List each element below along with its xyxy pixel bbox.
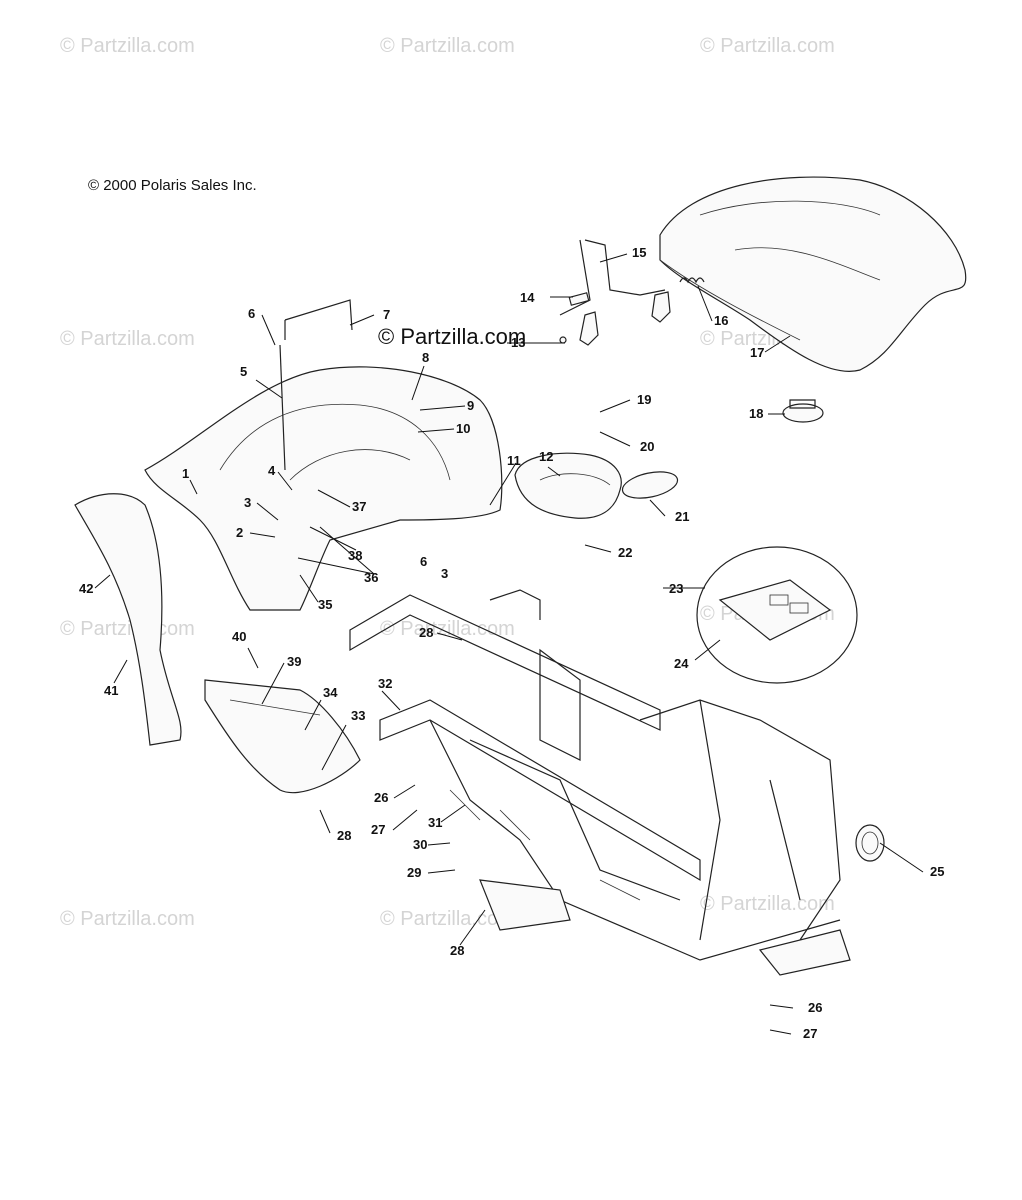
watermark-center: © Partzilla.com bbox=[378, 324, 526, 349]
callout-label: 10 bbox=[456, 421, 470, 436]
callout-label: 25 bbox=[930, 864, 944, 879]
callout-label: 4 bbox=[268, 463, 276, 478]
detail-inset bbox=[696, 546, 858, 684]
callout-label: 2 bbox=[236, 525, 243, 540]
callout-label: 9 bbox=[467, 398, 474, 413]
watermark: © Partzilla.com bbox=[60, 328, 195, 350]
leader-lines bbox=[94, 253, 924, 1035]
storage-box-part bbox=[514, 452, 679, 519]
callout-label: 20 bbox=[640, 439, 654, 454]
callout-label: 27 bbox=[371, 822, 385, 837]
watermark: © Partzilla.com bbox=[60, 618, 195, 640]
callout-label: 18 bbox=[749, 406, 763, 421]
callout-label: 7 bbox=[383, 307, 390, 322]
callout-label: 14 bbox=[520, 290, 535, 305]
callout-group: 1 2 3 3 4 5 6 6 7 8 9 10 11 12 13 14 15 … bbox=[79, 245, 944, 1041]
callout-label: 22 bbox=[618, 545, 632, 560]
watermark: © Partzilla.com bbox=[380, 908, 515, 930]
callout-label: 1 bbox=[182, 466, 189, 481]
callout-label: 15 bbox=[632, 245, 646, 260]
footwell-part bbox=[74, 493, 361, 794]
callout-label: 39 bbox=[287, 654, 301, 669]
frame-part bbox=[349, 589, 851, 976]
callout-label: 3 bbox=[244, 495, 251, 510]
callout-label: 8 bbox=[422, 350, 429, 365]
callout-label: 40 bbox=[232, 629, 246, 644]
callout-label: 11 bbox=[507, 453, 521, 468]
callout-label: 27 bbox=[803, 1026, 817, 1041]
callout-label: 31 bbox=[428, 815, 442, 830]
watermark: © Partzilla.com bbox=[60, 35, 195, 57]
rear-fender-part bbox=[144, 299, 503, 611]
callout-label: 12 bbox=[539, 449, 553, 464]
callout-label: 33 bbox=[351, 708, 365, 723]
callout-label: 5 bbox=[240, 364, 247, 379]
callout-label: 17 bbox=[750, 345, 764, 360]
callout-label: 21 bbox=[675, 509, 689, 524]
callout-label: 28 bbox=[450, 943, 464, 958]
seat-part bbox=[659, 176, 967, 423]
callout-label: 28 bbox=[419, 625, 433, 640]
callout-label: 28 bbox=[337, 828, 351, 843]
callout-label: 42 bbox=[79, 581, 93, 596]
callout-label: 29 bbox=[407, 865, 421, 880]
callout-label: 41 bbox=[104, 683, 118, 698]
callout-label: 3 bbox=[441, 566, 448, 581]
callout-label: 36 bbox=[364, 570, 378, 585]
callout-label: 32 bbox=[378, 676, 392, 691]
callout-label: 38 bbox=[348, 548, 362, 563]
copyright-notice: © 2000 Polaris Sales Inc. bbox=[88, 177, 257, 194]
callout-label: 37 bbox=[352, 499, 366, 514]
seat-latch-assembly bbox=[559, 239, 705, 346]
callout-label: 6 bbox=[248, 306, 255, 321]
callout-label: 19 bbox=[637, 392, 651, 407]
watermark: © Partzilla.com bbox=[60, 908, 195, 930]
callout-label: 26 bbox=[808, 1000, 822, 1015]
callout-label: 24 bbox=[674, 656, 689, 671]
callout-label: 26 bbox=[374, 790, 388, 805]
callout-label: 35 bbox=[318, 597, 332, 612]
callout-label: 6 bbox=[420, 554, 427, 569]
watermark: © Partzilla.com bbox=[700, 35, 835, 57]
callout-label: 34 bbox=[323, 685, 338, 700]
callout-label: 16 bbox=[714, 313, 728, 328]
watermark: © Partzilla.com bbox=[380, 618, 515, 640]
watermark: © Partzilla.com bbox=[700, 893, 835, 915]
front-mount-part bbox=[855, 824, 885, 862]
watermark: © Partzilla.com bbox=[380, 35, 515, 57]
callout-label: 30 bbox=[413, 837, 427, 852]
